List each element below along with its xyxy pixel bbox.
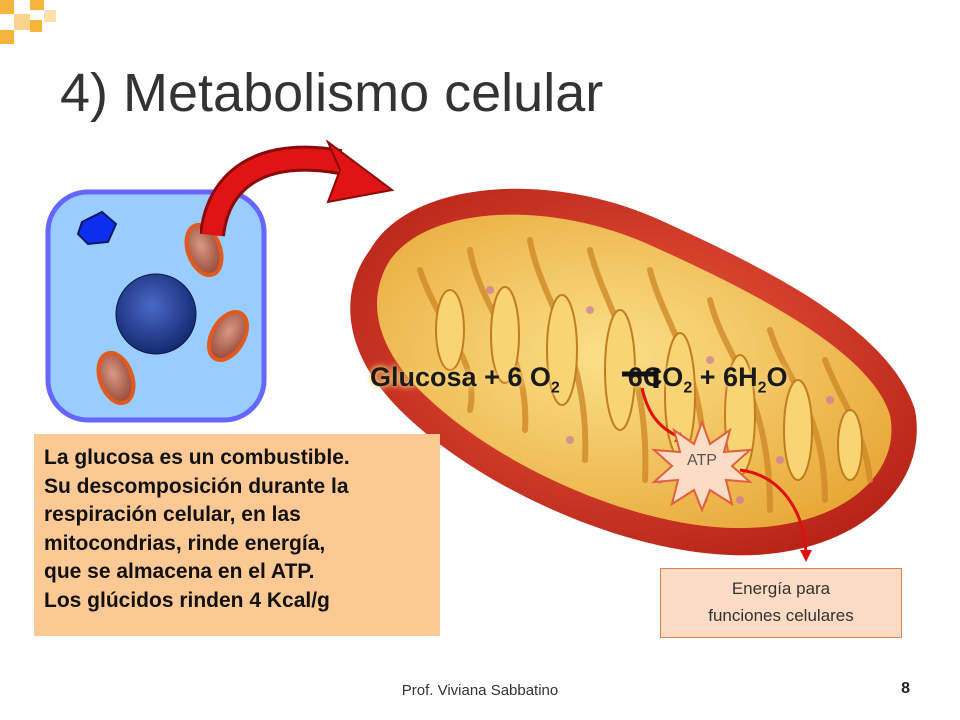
corner-decoration [0, 0, 56, 44]
atp-starburst [651, 420, 753, 512]
info-box: La glucosa es un combustible. Su descomp… [34, 434, 440, 636]
footer-author: Prof. Viviana Sabbatino [401, 682, 559, 699]
equation-water-end: O [766, 362, 788, 392]
energy-box: Energía para funciones celulares [660, 568, 902, 638]
energy-line-1: Energía para [731, 579, 831, 598]
equation-oxygen-sub: 2 [550, 379, 560, 397]
equation-oxygen: 6 O [507, 362, 551, 392]
info-line: Los glúcidos rinden 4 Kcal/g [44, 588, 330, 612]
info-line: La glucosa es un combustible. [44, 446, 350, 469]
info-line: respiración celular, en las [44, 503, 301, 526]
equation-plus: + [484, 362, 500, 392]
equation-co2-sub: 2 [683, 379, 693, 397]
reaction-arrow-icon [622, 368, 659, 388]
info-line: Su descomposición durante la [44, 474, 349, 498]
equation-plus-2: + [699, 362, 716, 392]
zoom-arrow [200, 140, 395, 237]
energy-line-2: funciones celulares [708, 606, 854, 625]
equation-water: 6H [723, 362, 758, 392]
page-title: 4) Metabolismo celular [60, 63, 604, 123]
info-line: mitocondrias, rinde energía, [44, 531, 326, 555]
page-number: 8 [901, 680, 910, 697]
equation-water-sub: 2 [757, 379, 767, 397]
cell-diagram [45, 189, 267, 423]
equation-reactant-glucose: Glucosa [370, 362, 477, 392]
mitochondrion-illustration [350, 188, 917, 556]
respiration-equation: Glucosa + 6 O26CO2 + 6H2O [370, 362, 787, 397]
atp-label: ATP [687, 452, 717, 469]
info-line: que se almacena en el ATP. [44, 560, 315, 583]
